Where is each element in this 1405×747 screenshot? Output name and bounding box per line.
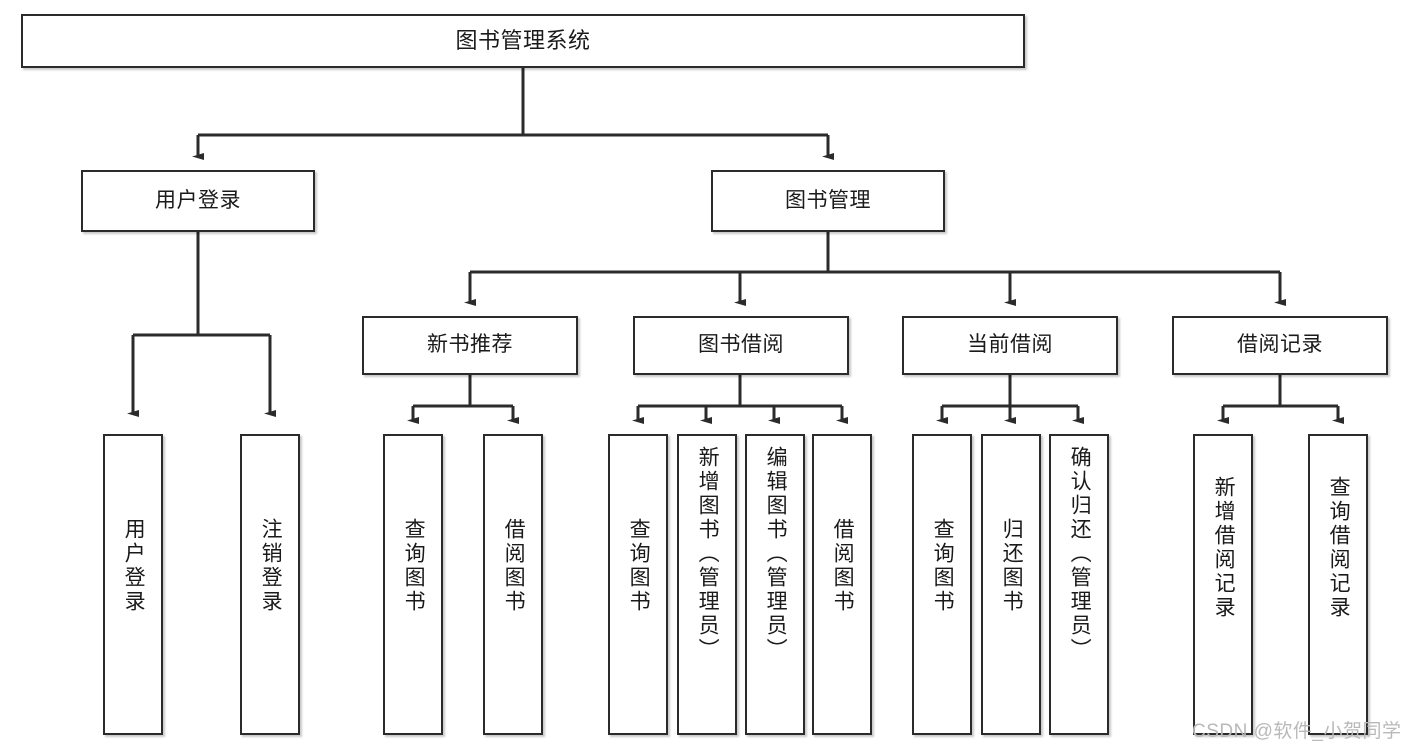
node-label: 用户登录 <box>155 188 241 212</box>
node-leaf-edit-book-admin[interactable]: 编辑图书（管理员） <box>745 434 805 735</box>
node-label: 确认归还（管理员） <box>1068 446 1092 662</box>
node-leaf-add-borrow-record[interactable]: 新增借阅记录 <box>1193 434 1253 735</box>
node-leaf-borrow-book-new-recommend[interactable]: 借阅图书 <box>483 434 543 735</box>
node-label: 查询借阅记录 <box>1327 476 1351 620</box>
node-current-borrow[interactable]: 当前借阅 <box>902 316 1118 375</box>
node-leaf-query-borrow-record[interactable]: 查询借阅记录 <box>1308 434 1368 735</box>
node-root-book-management-system[interactable]: 图书管理系统 <box>21 14 1025 68</box>
node-label: 借阅记录 <box>1237 333 1323 357</box>
node-leaf-confirm-return-admin[interactable]: 确认归还（管理员） <box>1049 434 1109 735</box>
node-new-book-recommend[interactable]: 新书推荐 <box>362 316 578 375</box>
node-label: 借阅图书 <box>831 518 855 614</box>
node-label: 图书管理 <box>785 188 871 212</box>
node-leaf-borrow-book-borrow[interactable]: 借阅图书 <box>812 434 872 735</box>
node-label: 用户登录 <box>122 518 146 614</box>
node-label: 图书借阅 <box>698 333 784 357</box>
node-leaf-logout-login[interactable]: 注销登录 <box>240 434 300 735</box>
node-label: 归还图书 <box>1000 518 1024 614</box>
node-book-borrow[interactable]: 图书借阅 <box>633 316 849 375</box>
node-leaf-query-book-current[interactable]: 查询图书 <box>912 434 972 735</box>
node-label: 查询图书 <box>627 518 651 614</box>
node-leaf-user-login[interactable]: 用户登录 <box>103 434 163 735</box>
node-label: 借阅图书 <box>502 518 526 614</box>
node-label: 注销登录 <box>259 518 283 614</box>
node-borrow-record[interactable]: 借阅记录 <box>1172 316 1388 375</box>
node-leaf-query-book-borrow[interactable]: 查询图书 <box>608 434 668 735</box>
node-label: 编辑图书（管理员） <box>764 446 788 662</box>
node-book-management[interactable]: 图书管理 <box>711 170 945 232</box>
node-label: 查询图书 <box>402 518 426 614</box>
node-label: 新书推荐 <box>427 333 513 357</box>
node-leaf-return-book[interactable]: 归还图书 <box>981 434 1041 735</box>
node-user-login[interactable]: 用户登录 <box>81 170 315 232</box>
node-label: 新增图书（管理员） <box>696 446 720 662</box>
node-label: 图书管理系统 <box>455 28 591 54</box>
node-label: 当前借阅 <box>967 333 1053 357</box>
node-leaf-query-book-new-recommend[interactable]: 查询图书 <box>383 434 443 735</box>
node-label: 查询图书 <box>931 518 955 614</box>
node-leaf-add-book-admin[interactable]: 新增图书（管理员） <box>677 434 737 735</box>
node-label: 新增借阅记录 <box>1212 476 1236 620</box>
